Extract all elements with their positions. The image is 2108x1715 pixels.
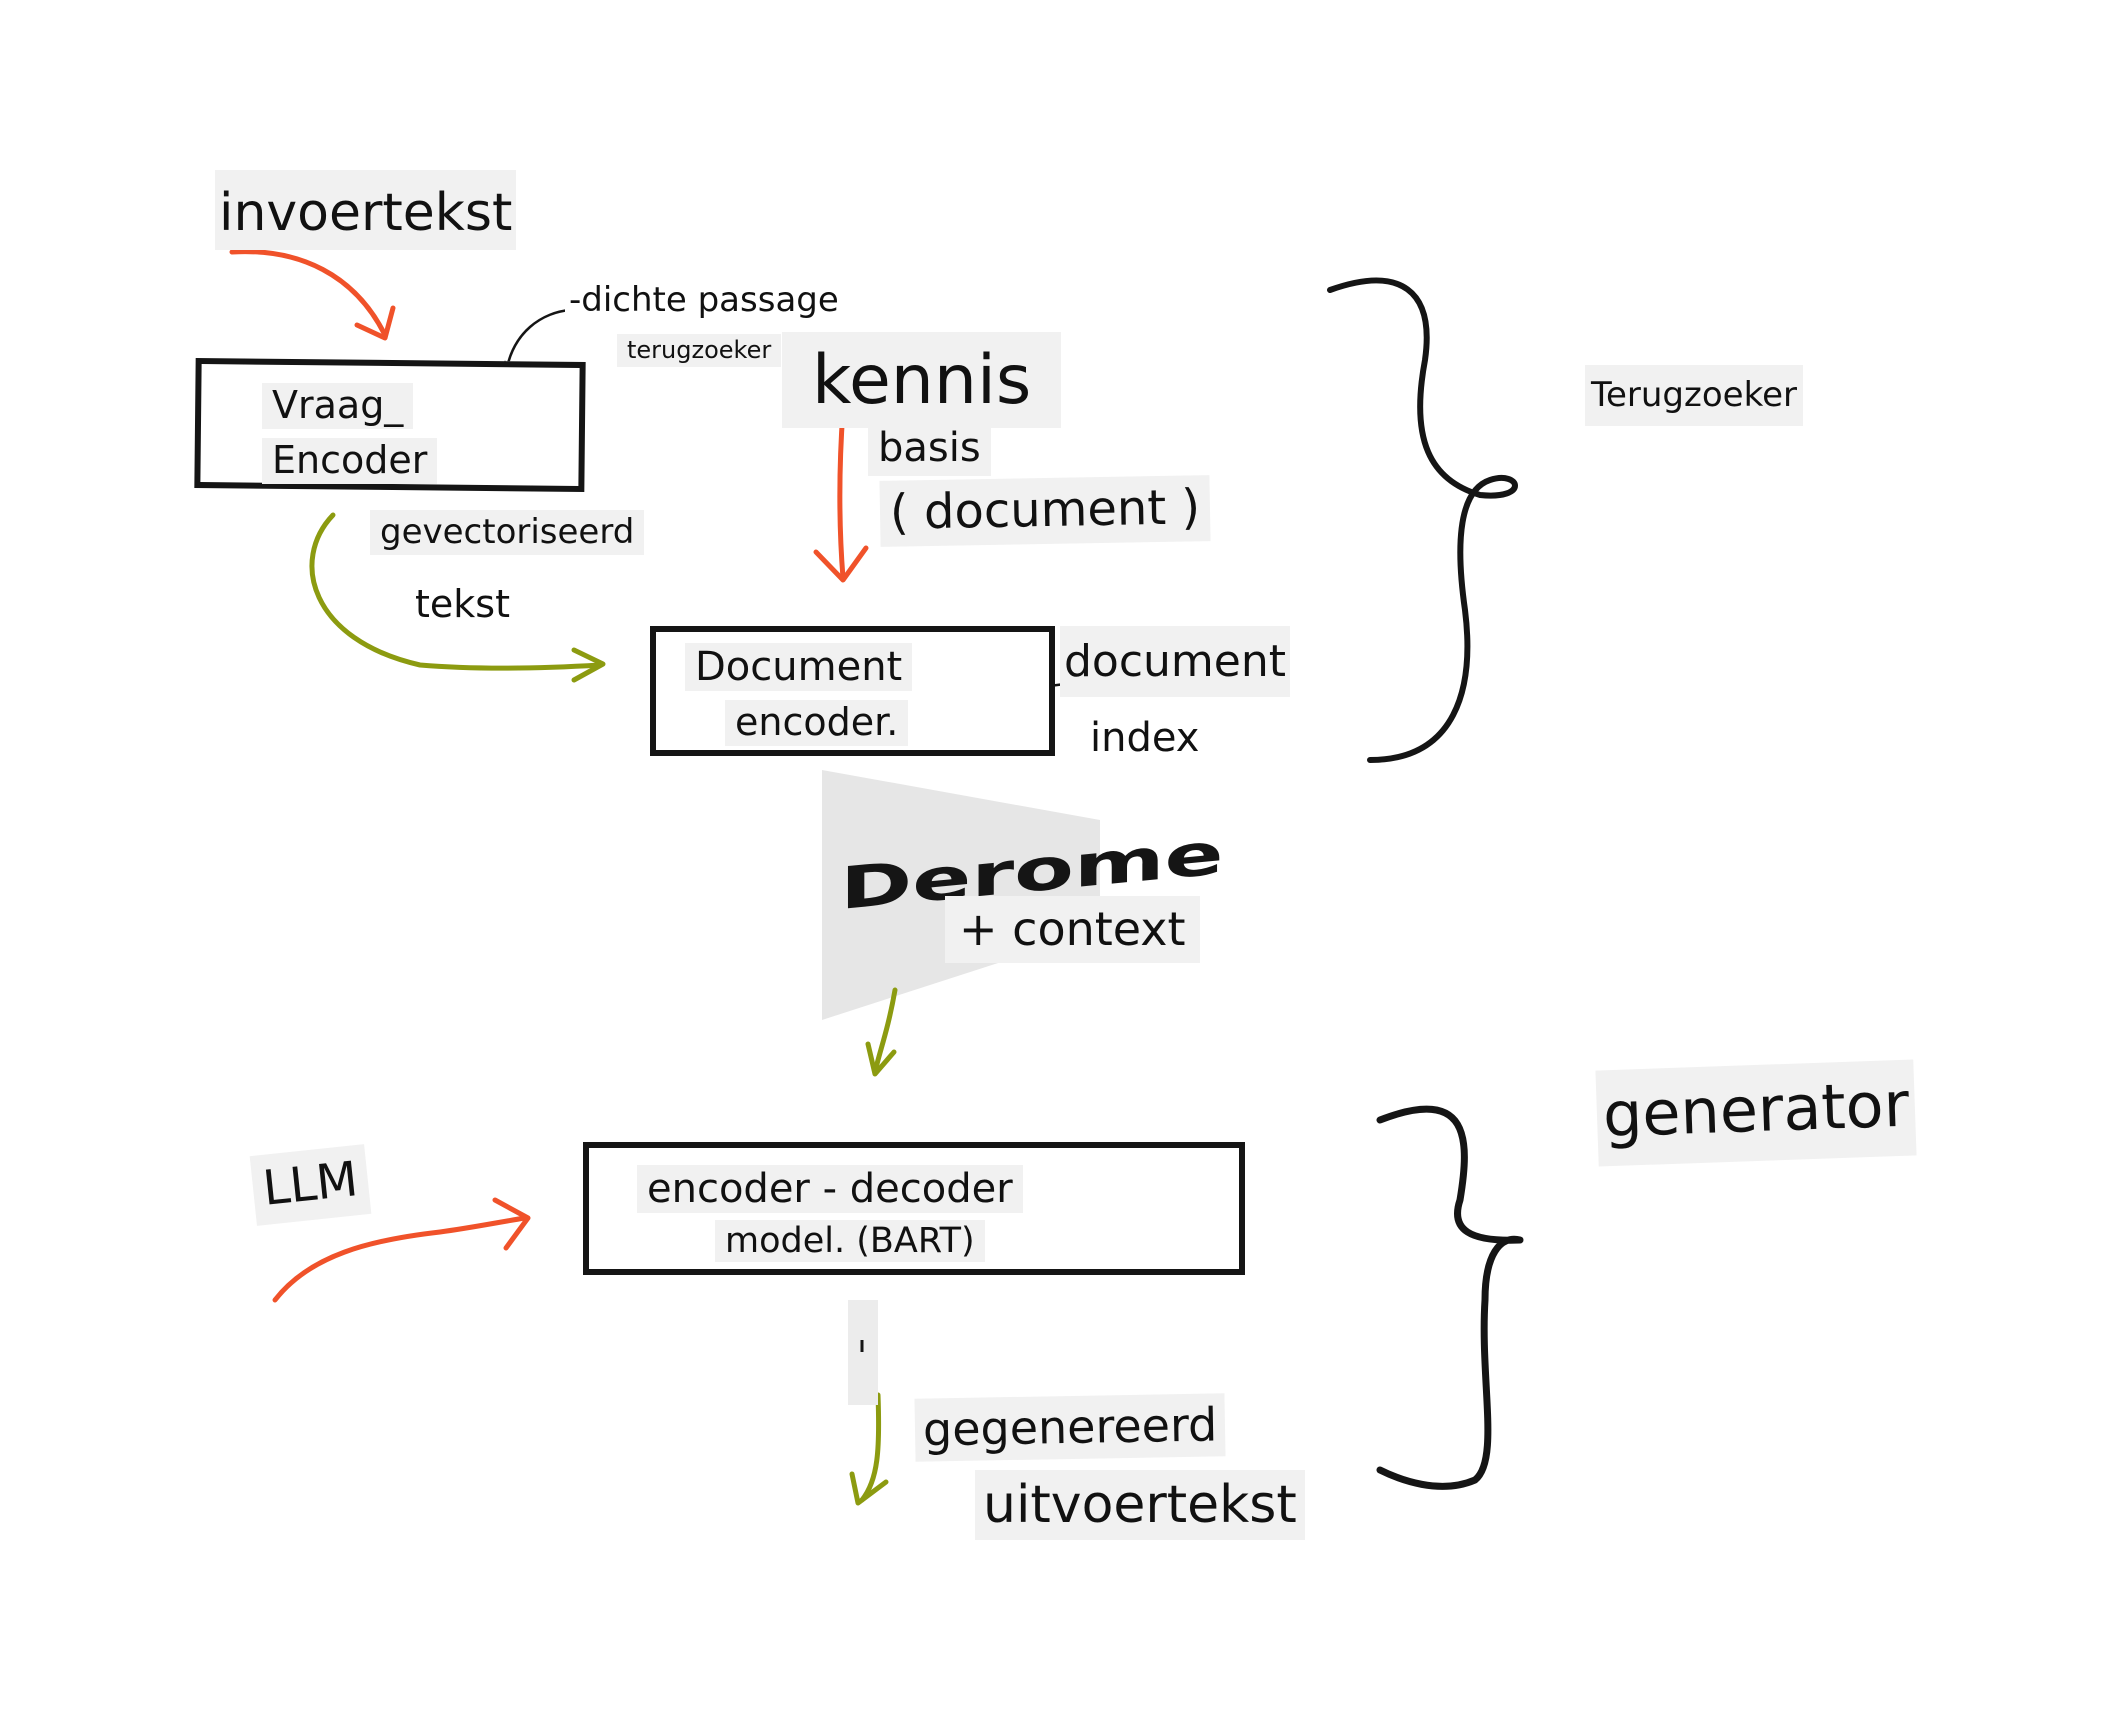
vectorized-text-arrow bbox=[309, 512, 606, 683]
generated-label-line1: gegenereerd bbox=[914, 1393, 1226, 1462]
document-encoder-label-line2: encoder. bbox=[725, 700, 909, 746]
document-encoder-label-line1: Document bbox=[685, 643, 913, 691]
knowledge-base-to-doc-encoder-arrow bbox=[813, 407, 869, 583]
dense-passage-retriever-label: terugzoeker bbox=[617, 334, 782, 367]
generator-group-label: generator bbox=[1595, 1059, 1917, 1167]
vectorized-label-line2: tekst bbox=[405, 580, 520, 630]
vectorized-label-line1: gevectoriseerd bbox=[370, 510, 645, 555]
generated-label-line2: uitvoertekst bbox=[975, 1470, 1305, 1541]
llm-to-generator-arrow bbox=[272, 1197, 531, 1303]
input-text-label: invoertekst bbox=[215, 170, 517, 251]
generator-output-arrow bbox=[849, 1392, 889, 1506]
input-to-query-encoder-arrow bbox=[229, 249, 396, 341]
document-index-label-line2: index bbox=[1080, 712, 1210, 764]
context-trapezoid-shape bbox=[822, 770, 1100, 1020]
retriever-brace bbox=[1327, 277, 1518, 763]
encoder-decoder-label-line1: encoder - decoder bbox=[637, 1165, 1023, 1213]
knowledge-base-label-line3: ( document ) bbox=[879, 475, 1211, 547]
question-encoder-label-line1: Vraag_ bbox=[262, 383, 414, 429]
knowledge-base-label-line2: basis bbox=[868, 420, 991, 476]
retriever-group-label: Terugzoeker bbox=[1585, 365, 1803, 426]
output-tick-mark bbox=[848, 1300, 878, 1405]
encoder-decoder-label-line2: model. (BART) bbox=[715, 1220, 985, 1262]
document-index-label-line1: document bbox=[1060, 626, 1290, 697]
llm-label: LLM bbox=[249, 1144, 372, 1226]
context-to-generator-arrow bbox=[865, 987, 898, 1077]
generator-brace bbox=[1376, 1105, 1524, 1490]
dense-passage-label: -dichte passage bbox=[565, 278, 843, 323]
question-encoder-label-line2: Encoder bbox=[262, 438, 438, 484]
context-label: + context bbox=[945, 896, 1200, 964]
knowledge-base-label-line1: kennis bbox=[782, 332, 1062, 428]
